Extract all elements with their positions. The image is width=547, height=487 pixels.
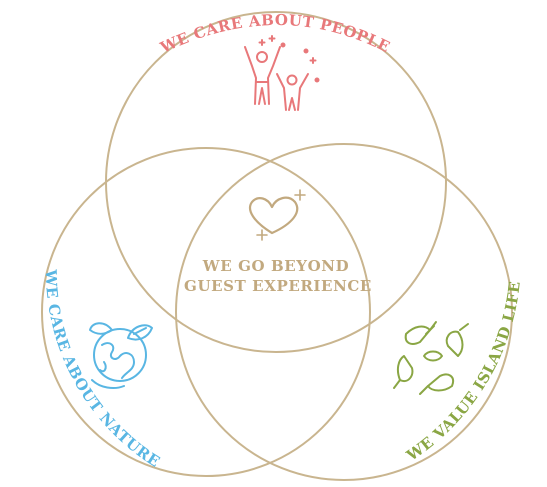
- venn-circles: [41, 11, 513, 481]
- family-icon: [244, 35, 320, 111]
- label-people: WE CARE ABOUT PEOPLE: [157, 11, 393, 57]
- circle-nature: [41, 147, 371, 477]
- center-line-1: WE GO BEYOND: [202, 257, 349, 275]
- heart-sparkle-icon: [248, 189, 306, 241]
- center-line-2: GUEST EXPERIENCE: [184, 277, 372, 295]
- globe-leaf-icon: [89, 322, 153, 389]
- label-island: WE VALUE ISLAND LIFE: [403, 280, 524, 465]
- circle-island: [175, 143, 513, 481]
- joined-hands-icon: [393, 321, 469, 395]
- circle-people: [105, 11, 447, 353]
